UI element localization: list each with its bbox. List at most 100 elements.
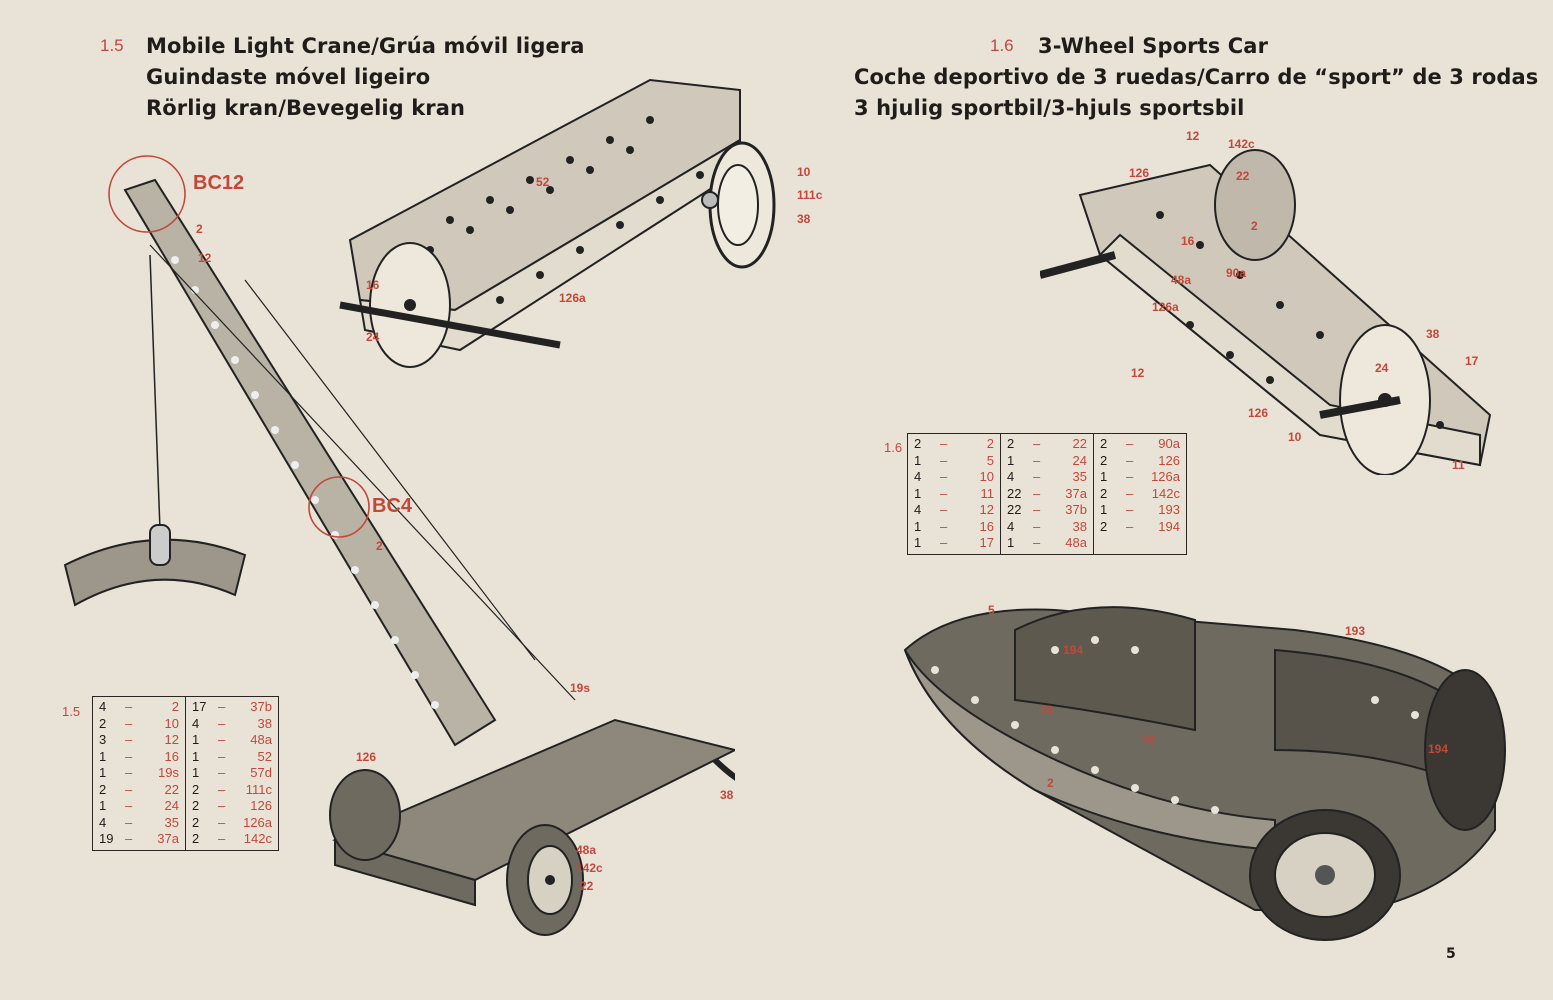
label-22: 22	[580, 879, 594, 893]
parts-row: 4–12	[914, 502, 994, 517]
label-193: 193	[1345, 624, 1366, 638]
label-11: 11	[1452, 458, 1465, 472]
parts-row: 2–2	[914, 436, 994, 451]
crane-title-line-2: Guindaste móvel ligeiro	[146, 65, 431, 89]
label-2: 2	[1251, 219, 1258, 233]
parts-row: 1–193	[1100, 502, 1180, 517]
parts-row: 2–142c	[1100, 485, 1180, 501]
parts-row: 1–52	[192, 748, 272, 764]
parts-row: 2–194	[1100, 518, 1180, 534]
crane-illustration	[63, 178, 735, 936]
parts-row: 1–24	[99, 798, 179, 813]
label-5: 5	[988, 603, 995, 617]
bc12-callout: BC12	[193, 172, 245, 194]
label-48a: 48a	[576, 843, 597, 857]
bc4-circle	[308, 476, 370, 538]
label-12: 12	[1131, 366, 1145, 380]
label-142c: 142c	[576, 861, 603, 875]
car-model-number: 1.6	[990, 36, 1014, 55]
parts-row: 4–10	[914, 469, 994, 484]
car-chassis-detail-illustration	[1040, 149, 1492, 475]
label-2: 2	[1047, 776, 1054, 790]
label-142c: 142c	[1228, 137, 1255, 151]
parts-row: 4–38	[192, 715, 272, 731]
label-16: 16	[1181, 234, 1195, 248]
label-10: 10	[1142, 733, 1156, 747]
crane-chassis-detail-illustration	[339, 78, 776, 368]
label-38: 38	[720, 788, 734, 802]
car-title-line-2: Coche deportivo de 3 ruedas/Carro de “sp…	[854, 65, 1539, 89]
label-19s: 19s	[570, 681, 591, 695]
label-22: 22	[1236, 169, 1250, 183]
car-parts-table: 2–2 1–5 4–10 1–11 4–12 1–16 1–17 2–22 1–…	[907, 433, 1187, 555]
label-16: 16	[366, 278, 380, 292]
parts-row: 1–16	[914, 518, 994, 534]
label-24: 24	[1375, 361, 1389, 375]
crane-title: Mobile Light Crane/Grúa móvil ligera Gui…	[146, 31, 585, 124]
car-title-line-3: 3 hjulig sportbil/3-hjuls sportsbil	[854, 96, 1245, 120]
label-126: 126	[356, 750, 377, 764]
parts-row: 4–2	[99, 699, 179, 714]
parts-row: 1–11	[914, 485, 994, 501]
parts-row: 4–38	[1007, 518, 1087, 534]
parts-row: 1–17	[914, 535, 994, 550]
parts-row: 3–12	[99, 732, 179, 747]
sports-car-illustration	[903, 606, 1506, 941]
parts-row: 4–35	[99, 814, 179, 830]
label-24: 24	[366, 330, 380, 344]
label-17: 17	[1465, 354, 1479, 368]
label-52: 52	[536, 175, 550, 189]
crane-parts-table: 4–2 2–10 3–12 1–16 1–19s 2–22 1–24 4–35 …	[92, 696, 279, 851]
parts-row: 2–126a	[192, 814, 272, 830]
parts-row: 1–5	[914, 452, 994, 468]
parts-row: 17–37b	[192, 699, 272, 714]
crane-title-line-3: Rörlig kran/Bevegelig kran	[146, 96, 466, 120]
page-number: 5	[1446, 946, 1456, 962]
label-10: 10	[1288, 430, 1302, 444]
parts-column: 17–37b 4–38 1–48a 1–52 1–57d 2–111c 2–12…	[185, 696, 279, 850]
parts-row: 2–111c	[192, 781, 272, 797]
label-126a: 126a	[559, 291, 586, 305]
crane-title-line-1: Mobile Light Crane/Grúa móvil ligera	[146, 34, 585, 58]
parts-row: 1–19s	[99, 765, 179, 780]
parts-row: 2–126	[192, 798, 272, 813]
label-10: 10	[1040, 703, 1054, 717]
parts-row: 4–35	[1007, 469, 1087, 484]
parts-row: 1–57d	[192, 765, 272, 780]
parts-column: 2–22 1–24 4–35 22–37a 22–37b 4–38 1–48a	[1000, 433, 1094, 554]
parts-row: 22–37a	[1007, 485, 1087, 501]
bc4-callout: BC4	[372, 495, 413, 517]
label-12: 12	[1186, 129, 1200, 143]
parts-row: 1–126a	[1100, 469, 1180, 484]
parts-column: 4–2 2–10 3–12 1–16 1–19s 2–22 1–24 4–35 …	[93, 697, 186, 851]
label-194: 194	[1063, 643, 1084, 657]
label-111c: 111c	[797, 188, 823, 202]
bc12-circle	[108, 155, 186, 233]
label-48a: 48a	[1171, 273, 1192, 287]
parts-row: 2–126	[1100, 452, 1180, 468]
label-2: 2	[196, 222, 203, 236]
label-126: 126	[1129, 166, 1150, 180]
car-title-line-1: 3-Wheel Sports Car	[1038, 34, 1269, 58]
label-90a: 90a	[1226, 266, 1247, 280]
parts-row: 2–22	[99, 781, 179, 797]
parts-row: 22–37b	[1007, 502, 1087, 517]
label-126a: 126a	[1152, 300, 1179, 314]
label-10: 10	[797, 165, 811, 179]
parts-row: 2–142c	[192, 831, 272, 846]
parts-column: 2–90a 2–126 1–126a 2–142c 1–193 2–194	[1093, 433, 1187, 554]
parts-row: 2–10	[99, 715, 179, 731]
crane-model-number: 1.5	[100, 36, 124, 55]
label-38: 38	[1426, 327, 1440, 341]
parts-row: 1–48a	[192, 732, 272, 747]
crane-parts-table-label: 1.5	[62, 704, 81, 719]
parts-row: 1–16	[99, 748, 179, 764]
parts-row: 2–90a	[1100, 436, 1180, 451]
label-12: 12	[198, 251, 212, 265]
parts-row: 1–24	[1007, 452, 1087, 468]
label-126: 126	[1248, 406, 1269, 420]
car-parts-table-label: 1.6	[884, 440, 903, 455]
parts-row: 2–22	[1007, 436, 1087, 451]
parts-column: 2–2 1–5 4–10 1–11 4–12 1–16 1–17	[908, 434, 1001, 555]
label-194: 194	[1428, 742, 1449, 756]
